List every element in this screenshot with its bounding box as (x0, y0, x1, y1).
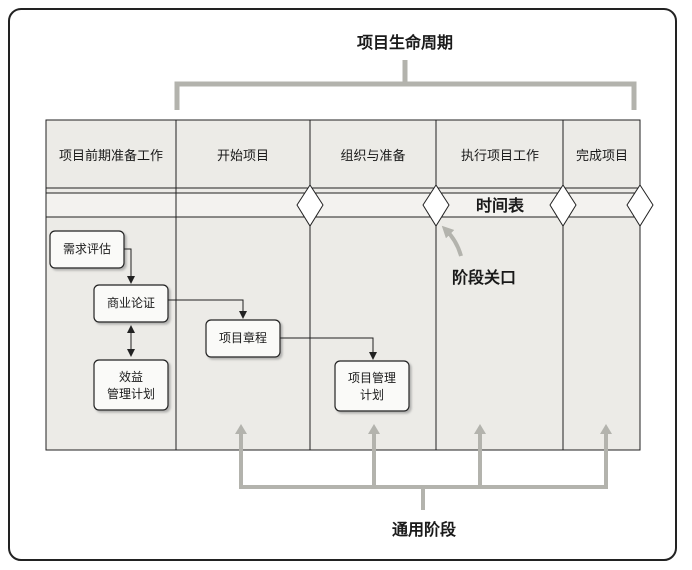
generic-phases-bracket (239, 430, 608, 510)
phase-pointer-arrow (474, 424, 486, 434)
phase-pointer-arrow (368, 424, 380, 434)
lifecycle-title: 项目生命周期 (357, 33, 453, 52)
benefits-plan-label: 管理计划 (107, 386, 155, 401)
phase-pointer-arrow (600, 424, 612, 434)
business-case-label: 商业论证 (107, 295, 155, 310)
needs-assessment-label: 需求评估 (63, 242, 111, 256)
phase-pointer-arrow (235, 424, 247, 434)
phase-gate-diamond (626, 184, 654, 227)
lifecycle-bracket (174, 60, 637, 110)
pm-plan-label: 计划 (360, 388, 384, 402)
pm-plan-label: 项目管理 (348, 370, 396, 385)
phase-header: 完成项目 (576, 149, 628, 164)
gate-callout-arrow (441, 225, 463, 257)
phase-header: 组织与准备 (340, 148, 405, 164)
phase-gate-diamond (296, 184, 324, 227)
phase-gate-diamond (422, 184, 450, 227)
phase-header: 项目前期准备工作 (59, 148, 163, 164)
business-case-box (93, 284, 169, 323)
connector-arrow (124, 248, 135, 284)
phase-header: 执行项目工作 (461, 149, 539, 164)
timeline-label: 时间表 (476, 196, 525, 215)
generic-phases-label: 通用阶段 (392, 520, 457, 539)
benefits-plan-label: 效益 (119, 369, 143, 384)
phase-gate-diamond (549, 184, 577, 227)
connector-arrow (280, 337, 377, 360)
pm-plan-box (334, 360, 410, 412)
connector-arrow (168, 299, 247, 319)
phase-header: 开始项目 (217, 149, 269, 164)
benefits-plan-box (93, 359, 169, 411)
gate-label: 阶段关口 (452, 268, 516, 287)
project-charter-label: 项目章程 (219, 330, 267, 345)
